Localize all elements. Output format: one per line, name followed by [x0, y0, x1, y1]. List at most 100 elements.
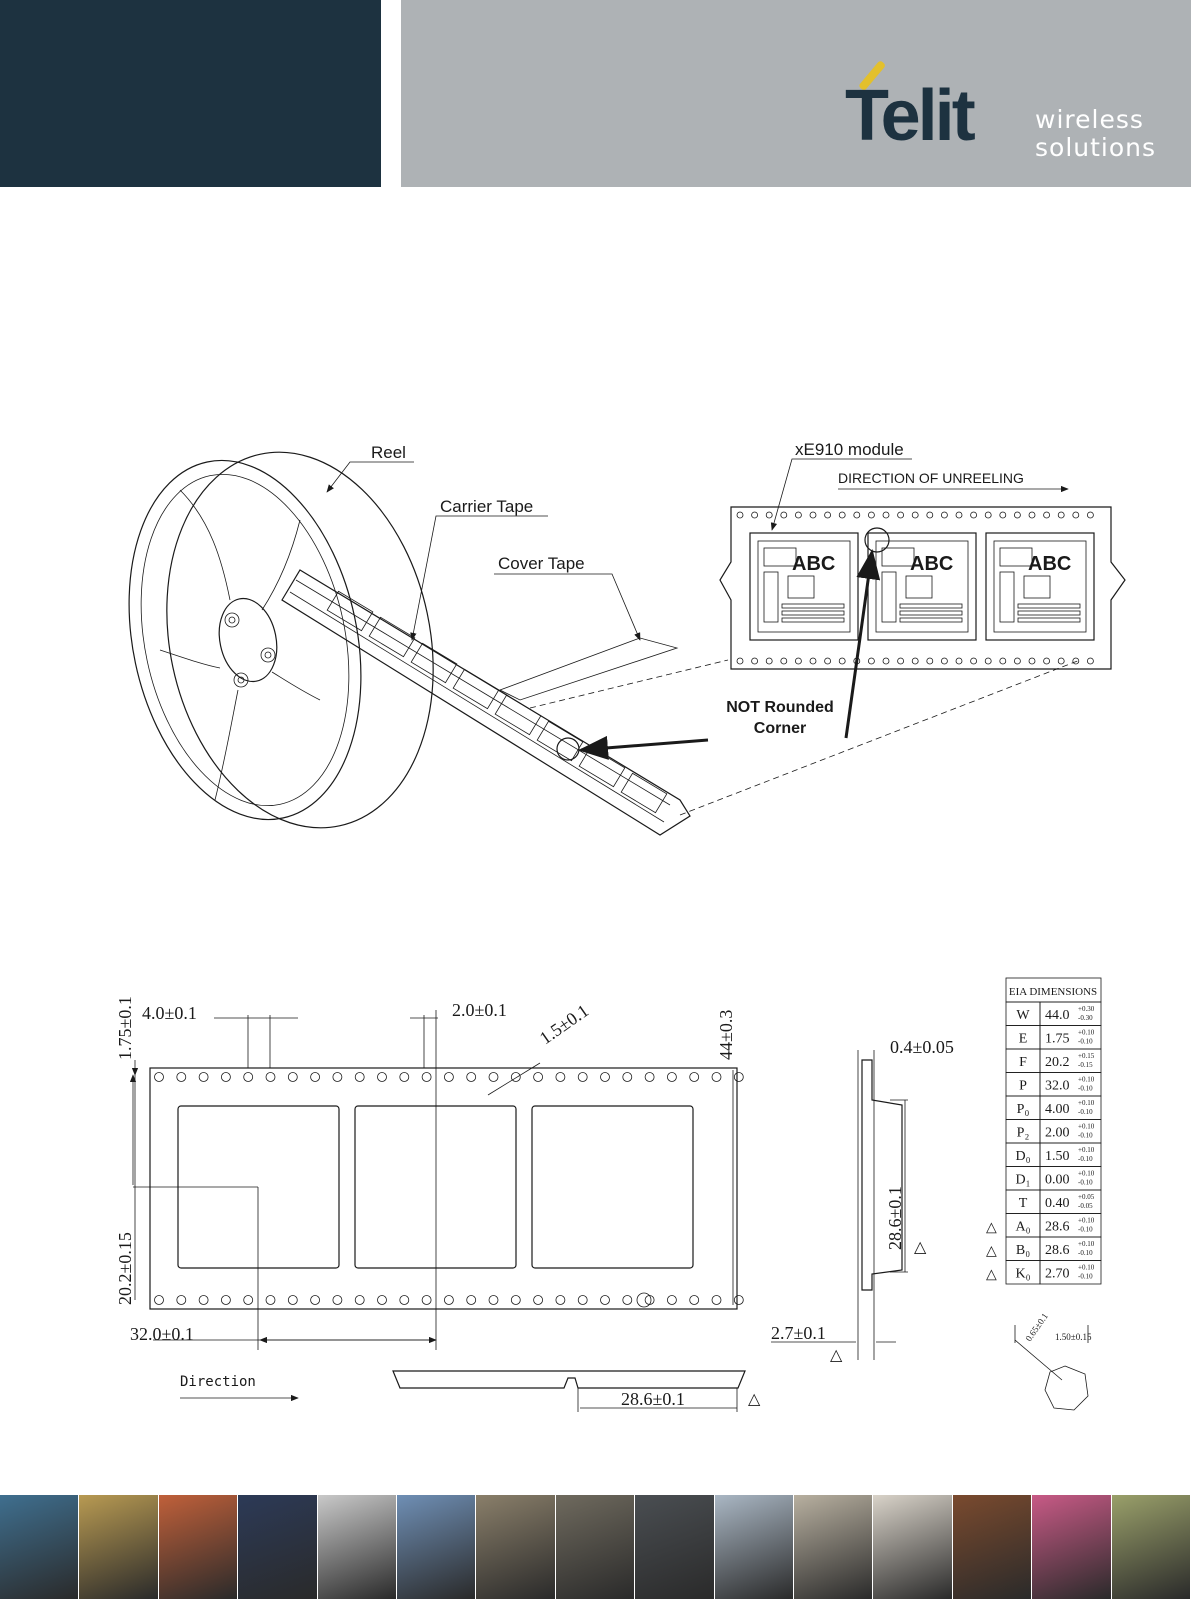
sprocket-hole: [941, 511, 948, 519]
sprocket-hole: [999, 657, 1007, 665]
sprocket-hole: [1028, 511, 1036, 519]
svg-text:-0.10: -0.10: [1078, 1249, 1093, 1257]
sprocket-hole: [780, 511, 788, 519]
svg-text:+0.10: +0.10: [1078, 1240, 1095, 1248]
sprocket-hole: [736, 657, 744, 665]
sprocket-hole: [310, 1295, 321, 1305]
sprocket-hole: [711, 1072, 722, 1082]
svg-text:△: △: [986, 1221, 997, 1236]
footer-photo: [397, 1495, 477, 1599]
svg-text:-0.10: -0.10: [1078, 1226, 1093, 1234]
sprocket-hole: [1014, 657, 1021, 665]
sprocket-hole: [1043, 511, 1050, 519]
logo-tagline: wireless solutions: [1035, 106, 1156, 162]
dim-p: 32.0±0.1: [130, 1324, 194, 1344]
footer-photo: [1111, 1495, 1191, 1599]
svg-text:0.40: 0.40: [1045, 1196, 1070, 1211]
footer-photo: [794, 1495, 874, 1599]
sprocket-hole: [824, 657, 831, 665]
dim-p2: 2.0±0.1: [452, 1000, 507, 1020]
svg-text:28.6: 28.6: [1045, 1220, 1070, 1235]
sprocket-hole: [265, 1072, 276, 1082]
sprocket-hole: [466, 1295, 477, 1305]
sprocket-hole: [600, 1295, 610, 1305]
sprocket-hole: [198, 1072, 209, 1082]
module-label: xE910 module: [795, 440, 904, 459]
svg-text:+0.05: +0.05: [1078, 1193, 1095, 1201]
sprocket-hole: [984, 511, 992, 519]
dim-k0: 2.7±0.1: [771, 1323, 826, 1343]
sprocket-hole: [689, 1295, 700, 1305]
dim-f: 20.2±0.15: [115, 1232, 135, 1305]
carrier-tape-label: Carrier Tape: [440, 497, 533, 516]
sprocket-hole: [287, 1295, 298, 1305]
svg-text:-0.10: -0.10: [1078, 1273, 1093, 1281]
logo-tagline-line2: solutions: [1035, 133, 1157, 162]
sprocket-hole: [1072, 657, 1080, 665]
sprocket-hole: [955, 511, 963, 519]
sprocket-hole: [377, 1295, 387, 1305]
sprocket-hole: [926, 511, 934, 519]
sprocket-hole: [220, 1295, 231, 1305]
dim-t: 0.4±0.05: [890, 1037, 954, 1057]
footer-photo: [238, 1495, 318, 1599]
svg-text:P: P: [1019, 1079, 1027, 1094]
sprocket-hole: [577, 1295, 588, 1305]
svg-text:△: △: [748, 1391, 761, 1408]
sprocket-hole: [176, 1072, 187, 1082]
svg-text:+0.10: +0.10: [1078, 1264, 1095, 1272]
svg-text:+0.10: +0.10: [1078, 1029, 1095, 1037]
sprocket-hole: [510, 1295, 521, 1305]
sprocket-hole: [911, 511, 919, 519]
sprocket-hole: [765, 511, 773, 519]
svg-text:2.70: 2.70: [1045, 1267, 1070, 1282]
footer-photo: [635, 1495, 715, 1599]
sprocket-hole: [399, 1295, 410, 1305]
dim-d0: 1.5±0.1: [536, 1000, 592, 1048]
svg-text:K₀: K₀: [1016, 1267, 1031, 1282]
dim-a0: 28.6±0.1: [885, 1186, 905, 1250]
module-pocket: ABC: [749, 532, 859, 641]
sprocket-hole: [198, 1295, 209, 1305]
sprocket-hole: [644, 1072, 655, 1082]
svg-text:0.00: 0.00: [1045, 1173, 1070, 1188]
sprocket-hole: [1087, 657, 1094, 665]
sprocket-hole: [667, 1072, 677, 1082]
svg-text:+0.10: +0.10: [1078, 1076, 1095, 1084]
sprocket-hole: [1087, 511, 1094, 519]
sprocket-hole: [1057, 657, 1065, 665]
dim-b0: 28.6±0.1: [621, 1389, 685, 1409]
svg-text:-0.30: -0.30: [1078, 1014, 1093, 1022]
svg-text:-0.05: -0.05: [1078, 1202, 1093, 1210]
sprocket-hole: [795, 657, 802, 665]
svg-text:+0.10: +0.10: [1078, 1146, 1095, 1154]
detail-dim-1: 0.65±0.1: [1023, 1311, 1050, 1343]
sprocket-hole: [154, 1295, 164, 1305]
tape-technical-drawing: 1.75±0.1 4.0±0.1 2.0±0.1 1.5±0.1 44±0.3 …: [115, 996, 954, 1412]
svg-text:-0.10: -0.10: [1078, 1179, 1093, 1187]
sprocket-hole: [533, 1295, 543, 1305]
svg-text:+0.30: +0.30: [1078, 1005, 1095, 1013]
tape-section-bottom: [392, 1370, 746, 1389]
svg-text:E: E: [1019, 1032, 1028, 1047]
sprocket-hole: [443, 1295, 454, 1305]
svg-text:1.50: 1.50: [1045, 1149, 1070, 1164]
dim-e: 1.75±0.1: [115, 996, 135, 1060]
sprocket-hole: [667, 1295, 677, 1305]
footer-photo: [1032, 1495, 1112, 1599]
reel-hub: [218, 597, 278, 683]
module-pocket: ABC: [867, 532, 977, 641]
sprocket-hole: [220, 1072, 231, 1082]
carrier-tape: [281, 569, 691, 836]
svg-text:+0.10: +0.10: [1078, 1217, 1095, 1225]
footer-photo: [158, 1495, 239, 1599]
cover-tape-label: Cover Tape: [498, 554, 585, 573]
sprocket-hole: [853, 511, 861, 519]
svg-text:△: △: [914, 1239, 927, 1256]
footer-photo: [476, 1495, 556, 1599]
